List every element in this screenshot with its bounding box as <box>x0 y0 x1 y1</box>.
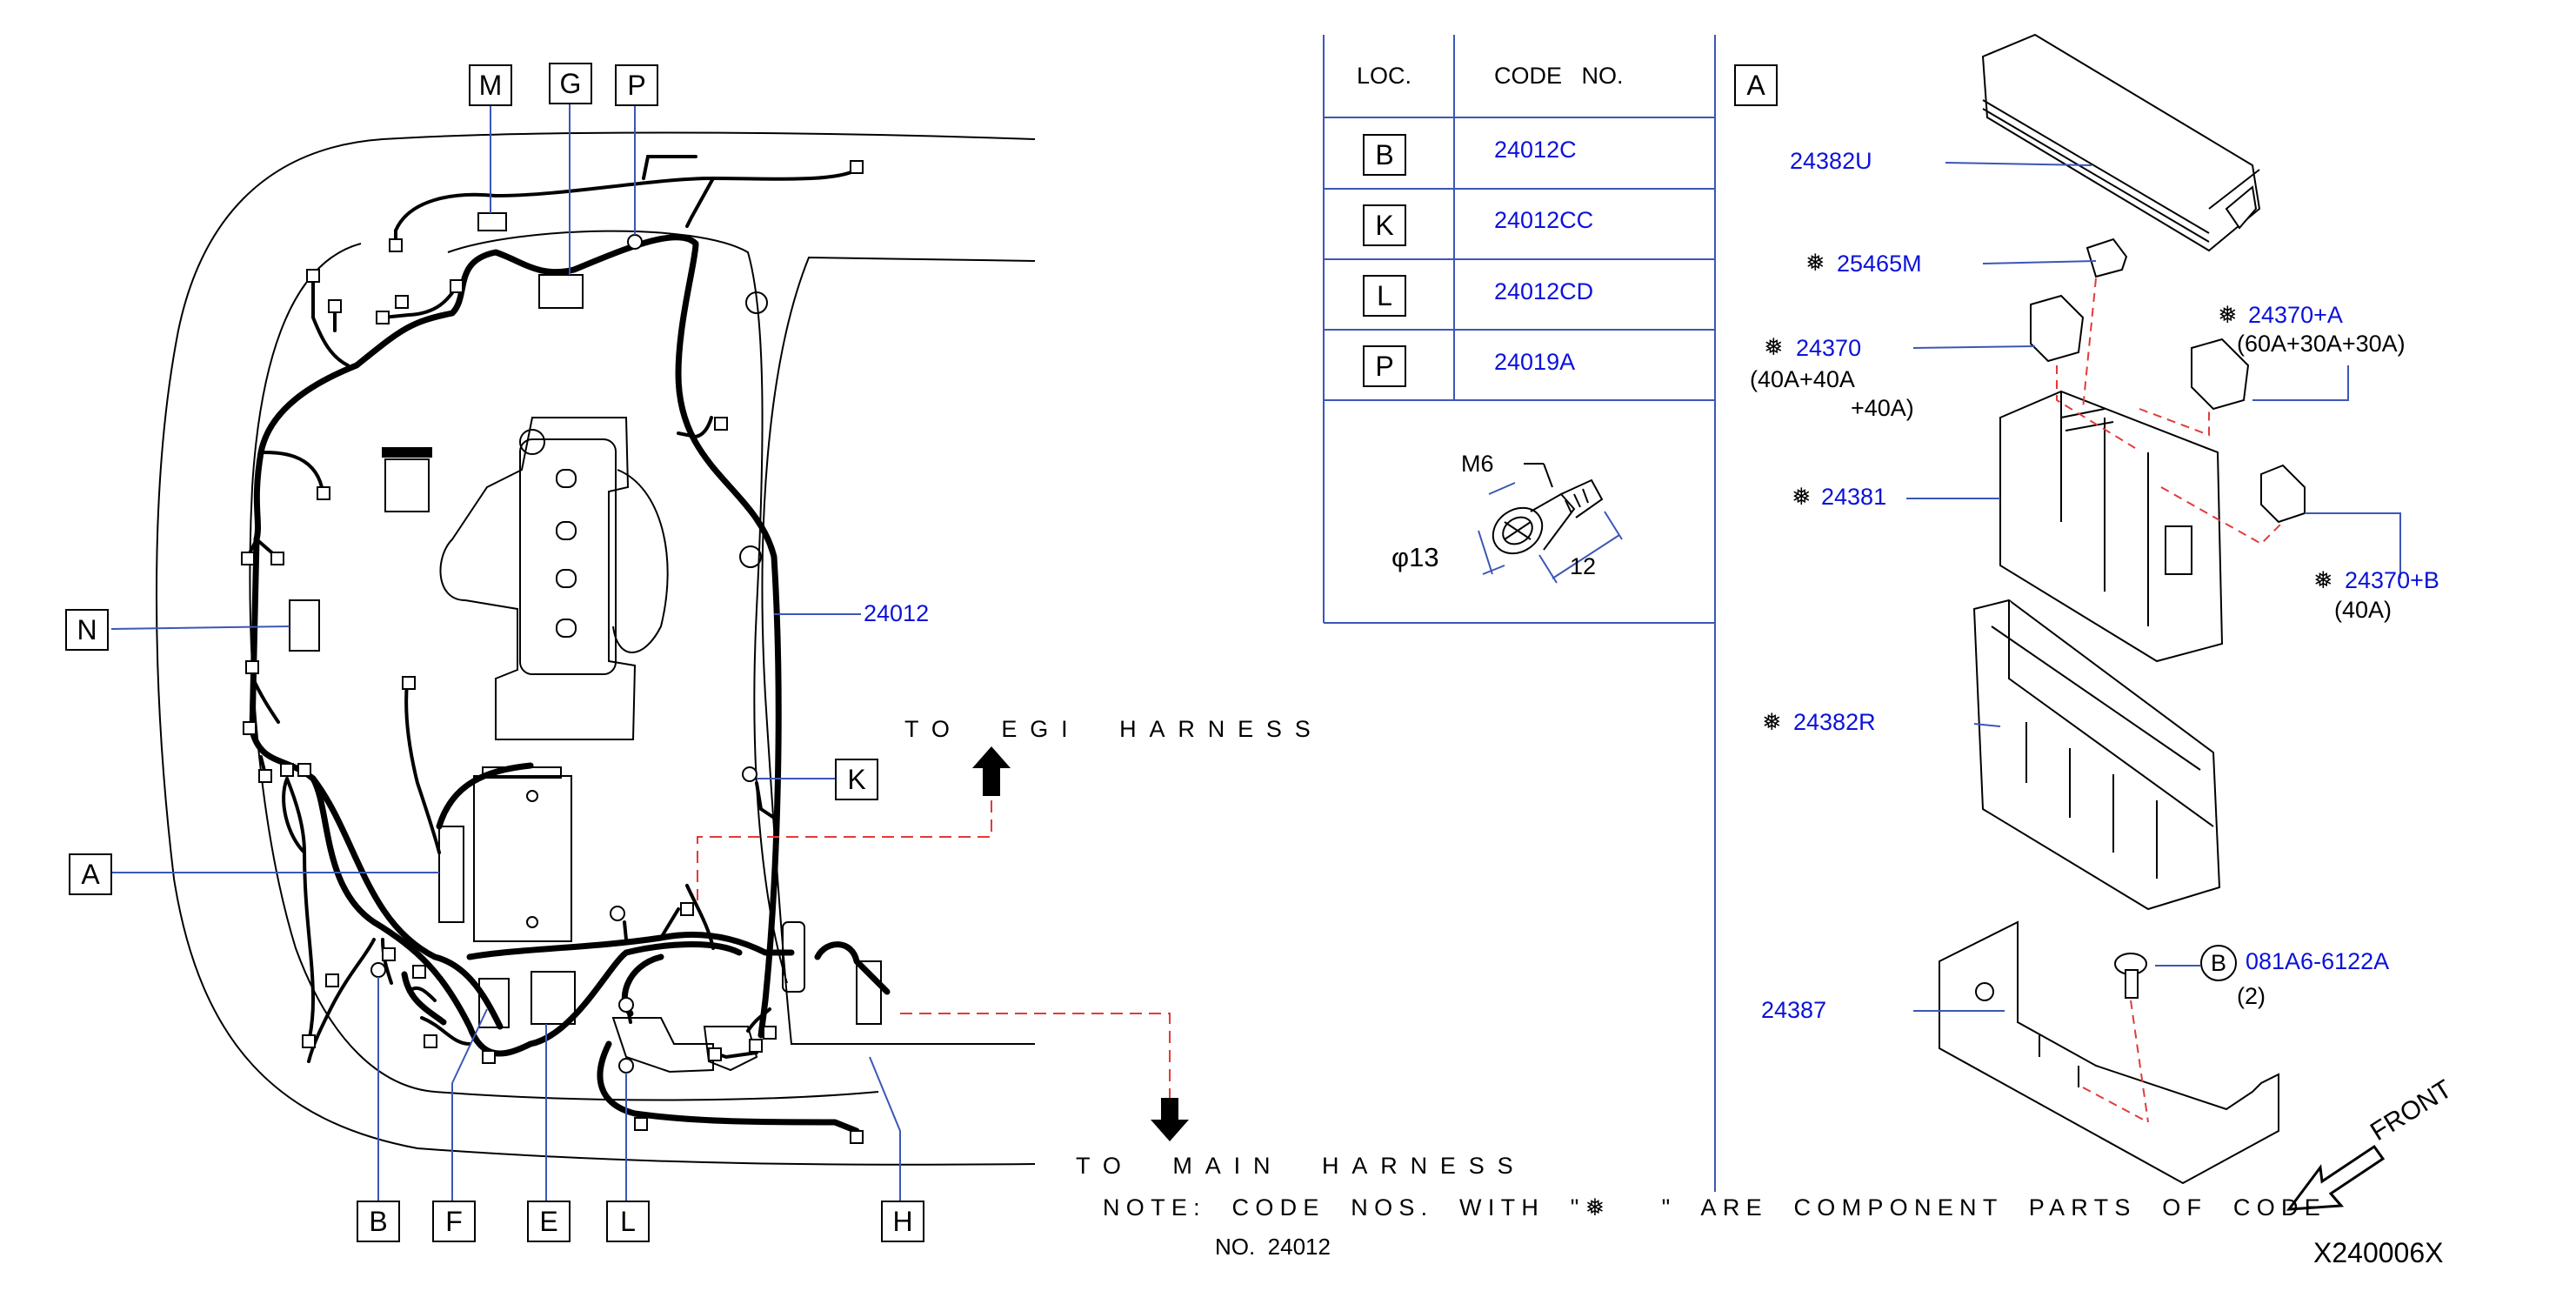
part-081a6-quantity: (2) <box>2237 983 2266 1009</box>
loc-box-a: A <box>69 853 112 895</box>
loc-box-l: L <box>606 1201 650 1242</box>
loc-box-f: F <box>432 1201 476 1242</box>
component-mark-icon: ❅ <box>1585 1194 1612 1221</box>
table-header-code: CODE NO. <box>1494 63 1624 89</box>
to-main-harness-label: TO MAIN HARNESS <box>1076 1153 1526 1179</box>
part-24382r-number[interactable]: 24382R <box>1793 709 1876 735</box>
loc-box-g: G <box>549 63 592 104</box>
table-code-l[interactable]: 24012CD <box>1494 278 1594 304</box>
note-line-2: NO. 24012 <box>1215 1234 1331 1260</box>
callout-leaders-left <box>110 103 901 1201</box>
fuse-box-block <box>1999 390 2224 663</box>
part-24370-note-2: +40A) <box>1851 395 1914 421</box>
fuse-box-case <box>1972 599 2221 911</box>
loc-box-e: E <box>527 1201 571 1242</box>
part-24382u-number[interactable]: 24382U <box>1790 148 1872 174</box>
fuse-pieces <box>2030 237 2306 524</box>
callout-leaders-right <box>1906 162 2401 1012</box>
engine-bay-outline <box>156 131 1036 1166</box>
harness-part-number[interactable]: 24012 <box>864 600 930 626</box>
wire-branches <box>246 155 858 1063</box>
assembly-dashes <box>2056 278 2284 1123</box>
part-24370-number[interactable]: 24370 <box>1796 335 1862 361</box>
table-loc-l: L <box>1363 275 1406 317</box>
bolt-dimension-lines <box>1478 482 1623 584</box>
note-text-b: " ARE COMPONENT PARTS OF CODE <box>1661 1194 2327 1221</box>
bolt-length-label: 12 <box>1570 553 1597 579</box>
part-24370a-number[interactable]: 24370+A <box>2248 302 2343 328</box>
code-table-grid <box>1323 35 1716 1192</box>
table-loc-p: P <box>1363 345 1406 387</box>
part-24370-note: (40A+40A <box>1750 366 1855 392</box>
bolt-diameter-label: φ13 <box>1391 542 1439 572</box>
harness-wires <box>249 234 891 1134</box>
routing-dashes <box>697 800 1171 1100</box>
loc-box-b: B <box>357 1201 400 1242</box>
loc-box-h: H <box>881 1201 924 1242</box>
component-mark-icon: ❅ <box>2218 302 2238 328</box>
component-mark-icon: ❅ <box>2313 567 2333 593</box>
part-24387-number[interactable]: 24387 <box>1761 997 1827 1023</box>
part-081a6-number[interactable]: 081A6-6122A <box>2246 948 2390 974</box>
front-arrow-icon <box>2286 1144 2386 1211</box>
component-mark-icon: ❅ <box>1805 250 1825 276</box>
arrow-down-icon <box>1151 1098 1189 1141</box>
table-loc-b: B <box>1363 134 1406 176</box>
component-mark-icon: ❅ <box>1792 484 1812 510</box>
fuse-box-cover <box>1981 33 2261 252</box>
detail-title-box: A <box>1734 64 1778 106</box>
component-mark-icon: ❅ <box>1764 334 1784 360</box>
table-code-p[interactable]: 24019A <box>1494 349 1576 375</box>
loc-box-n: N <box>65 609 109 651</box>
table-loc-k: K <box>1363 204 1406 246</box>
fuse-box-bracket <box>1939 920 2279 1185</box>
to-egi-harness-label: TO EGI HARNESS <box>904 716 1324 742</box>
note-line-1: NOTE: CODE NOS. WITH "❅ " ARE COMPONENT P… <box>1103 1194 2326 1221</box>
part-24370b-note: (40A) <box>2334 597 2392 623</box>
fuse-bolt-icon <box>2114 953 2147 999</box>
harness-terminals <box>241 160 864 1144</box>
callout-b-circle: B <box>2200 945 2237 981</box>
part-24381-number[interactable]: 24381 <box>1821 484 1887 510</box>
loc-box-p: P <box>615 64 658 106</box>
bolt-size-label: M6 <box>1461 451 1494 477</box>
diagram-id: X240006X <box>2313 1237 2444 1268</box>
component-mark-icon: ❅ <box>1762 709 1782 735</box>
part-25465m-number[interactable]: 25465M <box>1837 251 1922 277</box>
note-text-a: NOTE: CODE NOS. WITH " <box>1103 1194 1585 1221</box>
part-24370b-number[interactable]: 24370+B <box>2345 567 2439 593</box>
part-24370a-note: (60A+30A+30A) <box>2237 331 2406 357</box>
table-code-k[interactable]: 24012CC <box>1494 207 1594 233</box>
arrow-up-icon <box>972 746 1011 796</box>
loc-box-m: M <box>469 64 512 106</box>
table-code-b[interactable]: 24012C <box>1494 137 1577 163</box>
loc-box-k: K <box>835 759 878 800</box>
table-header-loc: LOC. <box>1357 63 1412 89</box>
bolt-icon <box>1492 463 1604 555</box>
